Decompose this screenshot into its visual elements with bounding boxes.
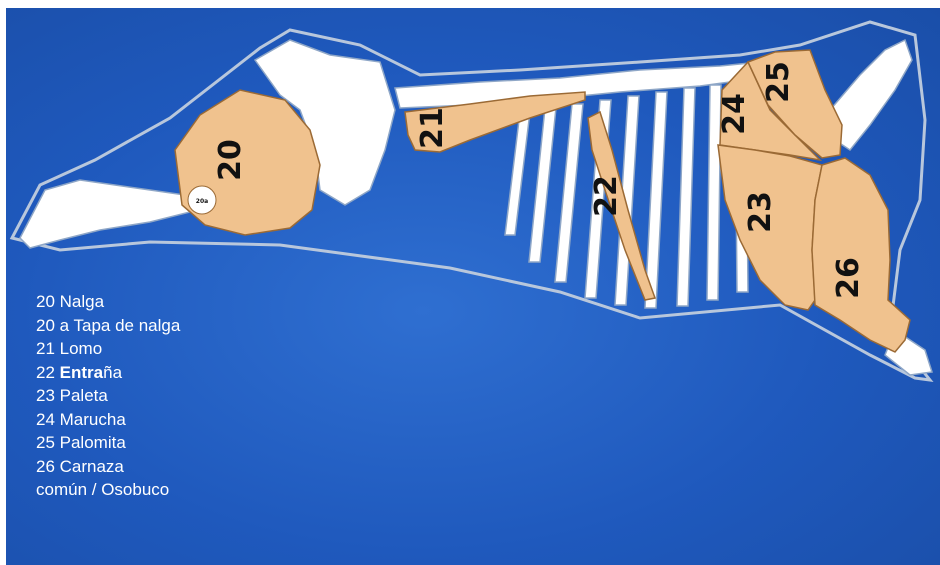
rib-3 <box>555 104 583 282</box>
cut-26-shape <box>812 158 910 352</box>
hind-leg-bone <box>20 180 190 248</box>
cut-20a-label: 20a <box>196 198 208 205</box>
legend-item-20a: 20 a Tapa de nalga <box>36 314 180 338</box>
rib-1 <box>505 112 530 235</box>
legend-item-23: 23 Paleta <box>36 384 180 408</box>
rib-7 <box>677 88 695 306</box>
cut-26-label: 26 <box>831 257 866 299</box>
neck-vertebrae <box>830 40 912 150</box>
legend-item-21: 21 Lomo <box>36 337 180 361</box>
legend-item-22-bold: Entra <box>60 363 103 382</box>
legend-item-26: 26 Carnaza <box>36 455 180 479</box>
cut-21-label: 21 <box>415 107 450 149</box>
legend-item-25: 25 Palomita <box>36 431 180 455</box>
legend-item-26-cont: común / Osobuco <box>36 478 180 502</box>
legend-item-22: 22 Entraña <box>36 361 180 385</box>
legend-item-22-num: 22 <box>36 363 60 382</box>
cut-23-label: 23 <box>743 191 778 233</box>
cuts-legend: 20 Nalga 20 a Tapa de nalga 21 Lomo 22 E… <box>36 290 180 502</box>
cut-24-label: 24 <box>717 93 752 135</box>
cut-20-label: 20 <box>213 139 248 181</box>
cut-25-label: 25 <box>761 61 796 103</box>
legend-item-24: 24 Marucha <box>36 408 180 432</box>
rib-2 <box>529 108 556 262</box>
rib-6 <box>645 92 667 308</box>
legend-item-22-rest: ña <box>103 363 122 382</box>
cut-22-label: 22 <box>589 175 624 217</box>
rib-cage <box>505 82 748 308</box>
legend-item-20: 20 Nalga <box>36 290 180 314</box>
